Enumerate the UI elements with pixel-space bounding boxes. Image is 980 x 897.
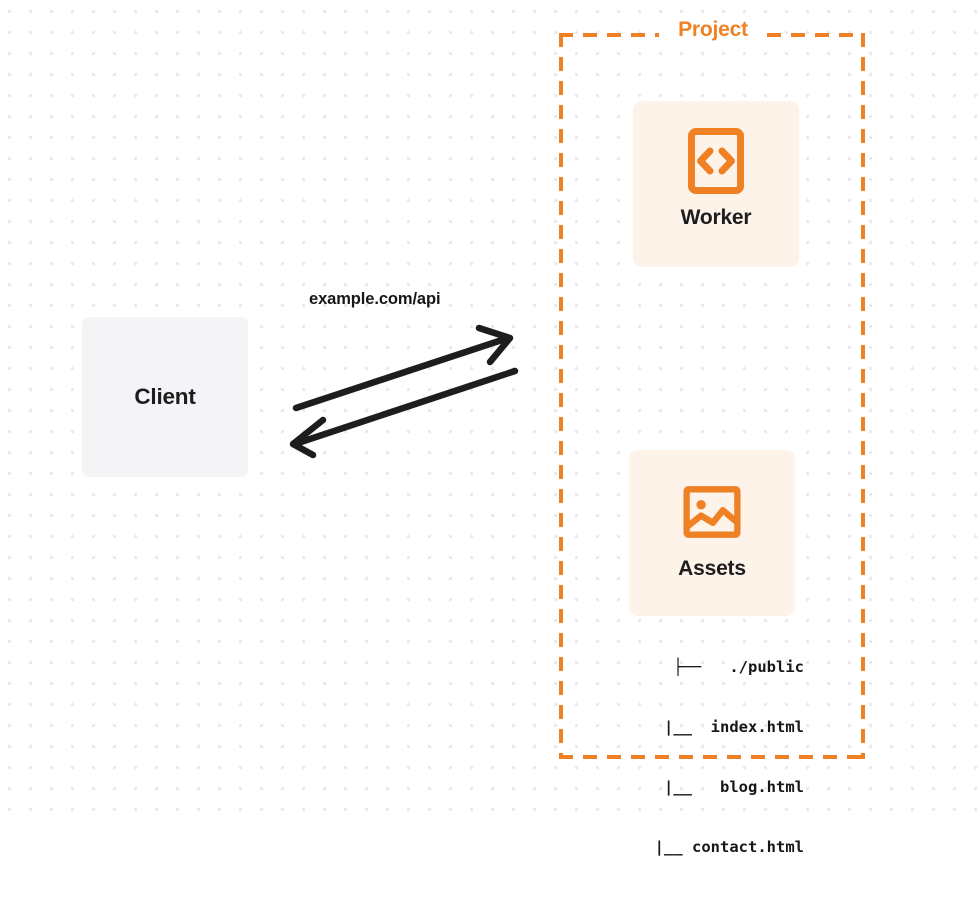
file-tree-row: |__ index.html — [645, 718, 804, 736]
connection-label: example.com/api — [309, 290, 441, 308]
image-icon — [683, 486, 741, 538]
assets-file-tree: ├── ./public |__ index.html |__ blog.htm… — [604, 617, 804, 897]
response-arrow-icon — [289, 367, 519, 459]
project-border-bottom — [559, 755, 865, 759]
assets-card[interactable]: Assets — [629, 450, 795, 616]
project-border-top-right — [767, 33, 865, 37]
assets-label: Assets — [678, 557, 746, 580]
worker-card[interactable]: Worker — [633, 101, 799, 267]
code-brackets-icon — [688, 128, 744, 194]
project-boundary: Project — [559, 18, 865, 759]
client-node[interactable]: Client — [82, 317, 248, 477]
request-arrow-icon — [292, 324, 514, 412]
client-label: Client — [134, 384, 196, 409]
worker-label: Worker — [680, 206, 752, 229]
file-tree-row: ├── ./public — [673, 658, 804, 676]
diagram-canvas: Client example.com/api Project Worker — [0, 0, 980, 856]
project-border-left — [559, 33, 563, 759]
project-title: Project — [659, 18, 767, 42]
project-border-top-left — [559, 33, 659, 37]
file-tree-row: |__ contact.html — [636, 838, 804, 856]
project-border-right — [861, 33, 865, 759]
file-tree-row: |__ blog.html — [645, 778, 804, 796]
